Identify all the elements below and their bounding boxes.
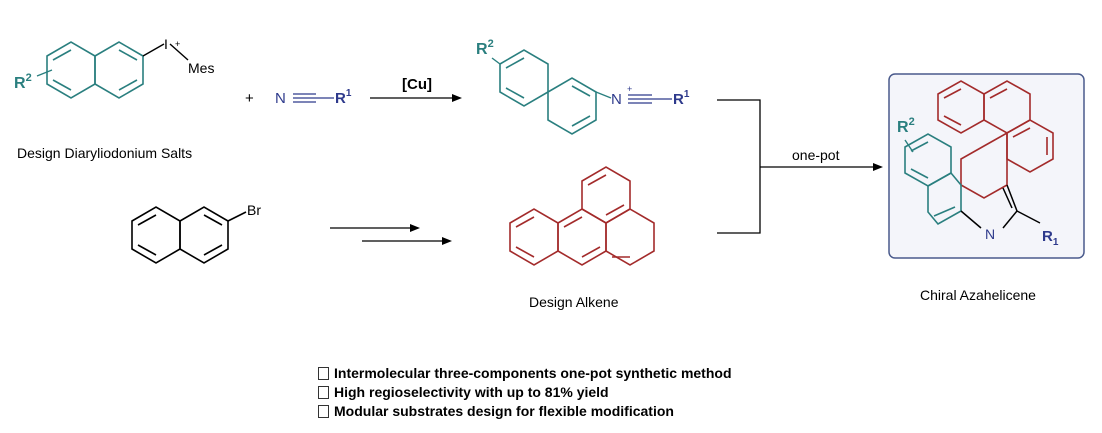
nitrilium-nitrogen: N	[611, 91, 622, 108]
mes-label: Mes	[188, 60, 214, 76]
nitrilium-triple-bond	[628, 94, 672, 104]
feature-item: Modular substrates design for flexible m…	[318, 402, 732, 421]
product-r2: R2	[897, 116, 915, 136]
feature-text: Intermolecular three-components one-pot …	[334, 365, 732, 381]
azahelicene-upper-rings	[937, 80, 1054, 199]
nitrile-nitrogen: N	[275, 90, 286, 107]
product-nitrogen: N	[985, 226, 995, 242]
convergence-bracket	[717, 99, 875, 234]
multistep-arrow-upper-head	[410, 224, 420, 232]
alkene-caption: Design Alkene	[529, 294, 619, 310]
product-r1-bond	[1016, 210, 1041, 224]
r2-substituent-bond	[36, 69, 53, 77]
checkbox-icon	[318, 367, 329, 380]
feature-text: High regioselectivity with up to 81% yie…	[334, 384, 609, 400]
cu-arrow-head	[452, 94, 462, 102]
feature-item: Intermolecular three-components one-pot …	[318, 364, 732, 383]
r2-substituent-bond-intermediate	[491, 57, 501, 65]
nitrilium-intermediate-structure	[499, 49, 597, 135]
bromine-label: Br	[247, 202, 261, 218]
bromonaphthalene-structure	[131, 206, 247, 264]
onepot-arrow-head	[873, 163, 883, 171]
alkene-structure	[509, 166, 655, 266]
onepot-label: one-pot	[792, 147, 840, 163]
iodine-mes-bond	[169, 43, 189, 61]
feature-text: Modular substrates design for flexible m…	[334, 403, 674, 419]
nitrile-r1: R1	[335, 88, 352, 107]
diaryliodonium-salt-structure	[46, 41, 144, 99]
azahelicene-pyridine-ring	[960, 184, 1018, 229]
checkbox-icon	[318, 405, 329, 418]
feature-item: High regioselectivity with up to 81% yie…	[318, 383, 732, 402]
product-r2-bond	[904, 139, 914, 153]
multistep-arrow-lower-head	[442, 237, 452, 245]
diaryliodonium-caption: Design Diaryliodonium Salts	[17, 145, 193, 161]
nitrile-triple-bond	[293, 93, 334, 103]
product-caption: Chiral Azahelicene	[920, 287, 1036, 303]
iodine-atom: I	[164, 36, 168, 52]
catalyst-label: [Cu]	[402, 76, 432, 93]
checkbox-icon	[318, 386, 329, 399]
aryl-nitrogen-bond	[595, 91, 612, 99]
nitrilium-charge: +	[627, 84, 632, 94]
aryl-iodine-bond	[142, 43, 165, 57]
r2-label-intermediate: R2	[476, 38, 494, 58]
iodine-charge: +	[175, 39, 180, 49]
r2-label-salt: R2	[14, 72, 32, 92]
nitrilium-r1: R1	[673, 89, 690, 108]
product-r1: R1	[1042, 228, 1059, 248]
feature-list: Intermolecular three-components one-pot …	[318, 364, 732, 421]
plus-sign: +	[245, 90, 254, 107]
